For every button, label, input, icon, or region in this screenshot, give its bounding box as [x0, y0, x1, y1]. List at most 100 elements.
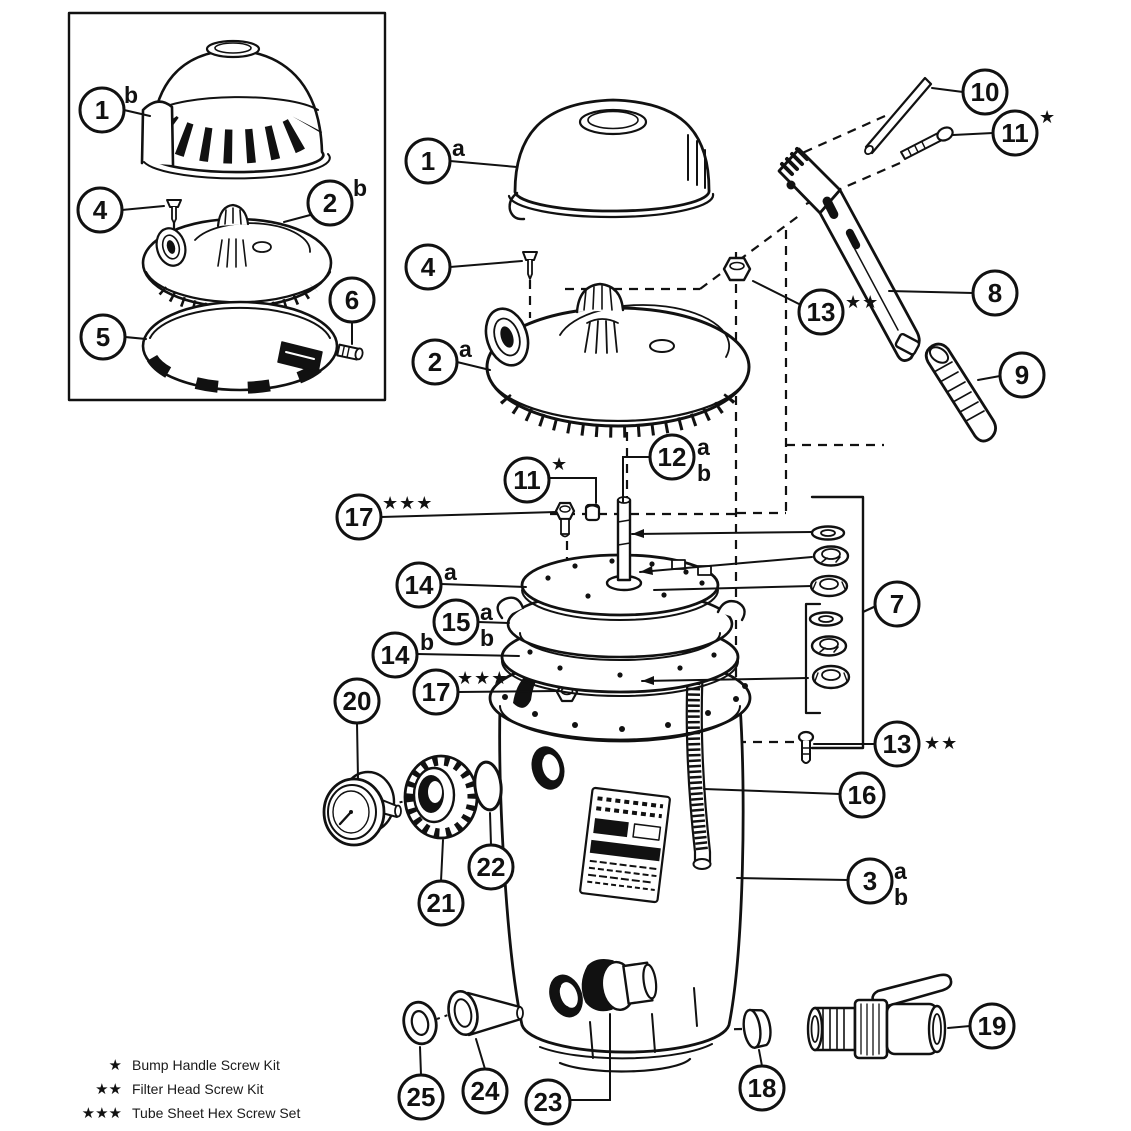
lock-nut-1 [812, 545, 850, 567]
leader-shaft-plug [548, 477, 597, 504]
callout-drain-plug: 18 [738, 1064, 786, 1112]
svg-text:23: 23 [534, 1087, 563, 1117]
svg-text:1: 1 [421, 146, 435, 176]
leader-cone [475, 1038, 486, 1070]
svg-text:24: 24 [471, 1076, 500, 1106]
svg-text:a: a [894, 858, 907, 884]
callout-tube-sheet-bottom: 14 b [371, 629, 434, 679]
part-pressure-gauge [322, 770, 402, 847]
callout-inset-cap: 1 b [78, 82, 138, 134]
svg-text:17: 17 [345, 502, 374, 532]
callout-tube-sheet-nut: 17 ★★★ [412, 668, 508, 716]
leader-coupling [440, 839, 444, 882]
callout-filter-body: 3 a b [846, 857, 908, 910]
callout-handle-nut: 13 ★★ [797, 288, 879, 336]
leader-handle-nut [752, 280, 802, 306]
part-lock-nut [722, 256, 752, 282]
callout-suffix: b [124, 82, 138, 108]
callout-inset-clamp: 5 [79, 313, 127, 361]
svg-text:4: 4 [93, 195, 108, 225]
legend-stars-1: ★ [109, 1056, 122, 1074]
leader-head [456, 361, 491, 371]
part-ball-valve [806, 973, 953, 1060]
part-pin [864, 76, 933, 155]
callout-pin: 10 [961, 68, 1009, 116]
callout-bulkhead: 23 [524, 1078, 572, 1126]
callout-cone: 24 [461, 1067, 509, 1115]
svg-text:a: a [452, 135, 465, 161]
svg-text:★★★: ★★★ [457, 668, 508, 689]
inset-box [67, 11, 387, 402]
callout-num: 1 [95, 95, 109, 125]
callout-inset-head: 2 b [306, 175, 367, 227]
gauge-port [531, 746, 565, 790]
svg-text:20: 20 [343, 686, 372, 716]
callout-gauge: 20 [333, 677, 381, 725]
callout-tube-sheet-top: 14 a [395, 559, 457, 609]
svg-text:19: 19 [978, 1011, 1007, 1041]
legend-stars-2: ★★ [95, 1080, 122, 1098]
svg-text:a: a [444, 559, 457, 585]
leader-drain-plug [758, 1049, 763, 1067]
callout-ball-valve: 19 [968, 1002, 1016, 1050]
svg-text:★: ★ [551, 454, 568, 475]
legend-row-filter-head: ★★ Filter Head Screw Kit [95, 1080, 263, 1098]
svg-text:★★★: ★★★ [382, 493, 433, 514]
leader-tube-sheet-bottom [416, 653, 520, 657]
svg-text:★★: ★★ [924, 733, 958, 754]
part-lock-cap-a [507, 98, 715, 221]
callout-retainer-ring: 15 a b [432, 598, 494, 651]
legend-label-1: Bump Handle Screw Kit [132, 1057, 280, 1073]
svg-text:14: 14 [405, 570, 434, 600]
callout-inset-screw: 4 [76, 186, 124, 234]
part-clamp-screw [336, 343, 364, 361]
washer-flat-2 [808, 611, 844, 627]
svg-text:★: ★ [1039, 107, 1056, 128]
leader-gauge [356, 722, 359, 780]
tank-label [579, 786, 671, 904]
part-drain-plug [742, 1008, 772, 1049]
svg-text:a: a [480, 599, 493, 625]
part-filter-head-a [484, 282, 751, 438]
callout-relief-tube: 16 [838, 771, 886, 819]
leader-bump-handle [888, 290, 974, 294]
callout-bump-handle: 8 [971, 269, 1019, 317]
svg-text:★★: ★★ [845, 292, 879, 313]
svg-text:6: 6 [345, 285, 359, 315]
leader-handle-screw [952, 132, 994, 136]
hex-nut-1 [809, 574, 849, 598]
leader-washer [419, 1046, 422, 1076]
legend-row-bump-handle: ★ Bump Handle Screw Kit [109, 1056, 280, 1074]
leader-tube-sheet-nut [457, 690, 559, 693]
svg-text:3: 3 [863, 866, 877, 896]
legend-label-2: Filter Head Screw Kit [132, 1081, 264, 1097]
svg-text:b: b [353, 175, 367, 201]
svg-text:a: a [697, 434, 710, 460]
part-diffuser-cone [447, 989, 524, 1037]
callout-head-screw: 4 [404, 243, 452, 291]
svg-text:b: b [894, 884, 908, 910]
leader-grip [977, 375, 1001, 381]
svg-text:b: b [480, 625, 494, 651]
legend: ★ Bump Handle Screw Kit ★★ Filter Head S… [82, 1056, 301, 1122]
svg-text:a: a [459, 336, 472, 362]
part-oring [473, 760, 503, 812]
svg-text:4: 4 [421, 252, 436, 282]
hex-nut-2 [811, 664, 851, 690]
svg-text:14: 14 [381, 640, 410, 670]
leader-relief-tube [703, 788, 841, 795]
svg-text:8: 8 [988, 278, 1002, 308]
leader-inset-clamp [124, 336, 147, 340]
leader-cap [449, 160, 518, 168]
legend-label-3: Tube Sheet Hex Screw Set [132, 1105, 300, 1121]
part-bump-handle [777, 147, 921, 362]
svg-text:11: 11 [1001, 118, 1029, 148]
svg-text:13: 13 [807, 297, 836, 327]
svg-text:17: 17 [422, 677, 451, 707]
part-head-screw [522, 251, 538, 280]
part-lock-cap-b [140, 39, 331, 180]
svg-text:13: 13 [883, 729, 912, 759]
callout-washer: 25 [397, 1073, 445, 1121]
svg-text:11: 11 [513, 465, 541, 495]
